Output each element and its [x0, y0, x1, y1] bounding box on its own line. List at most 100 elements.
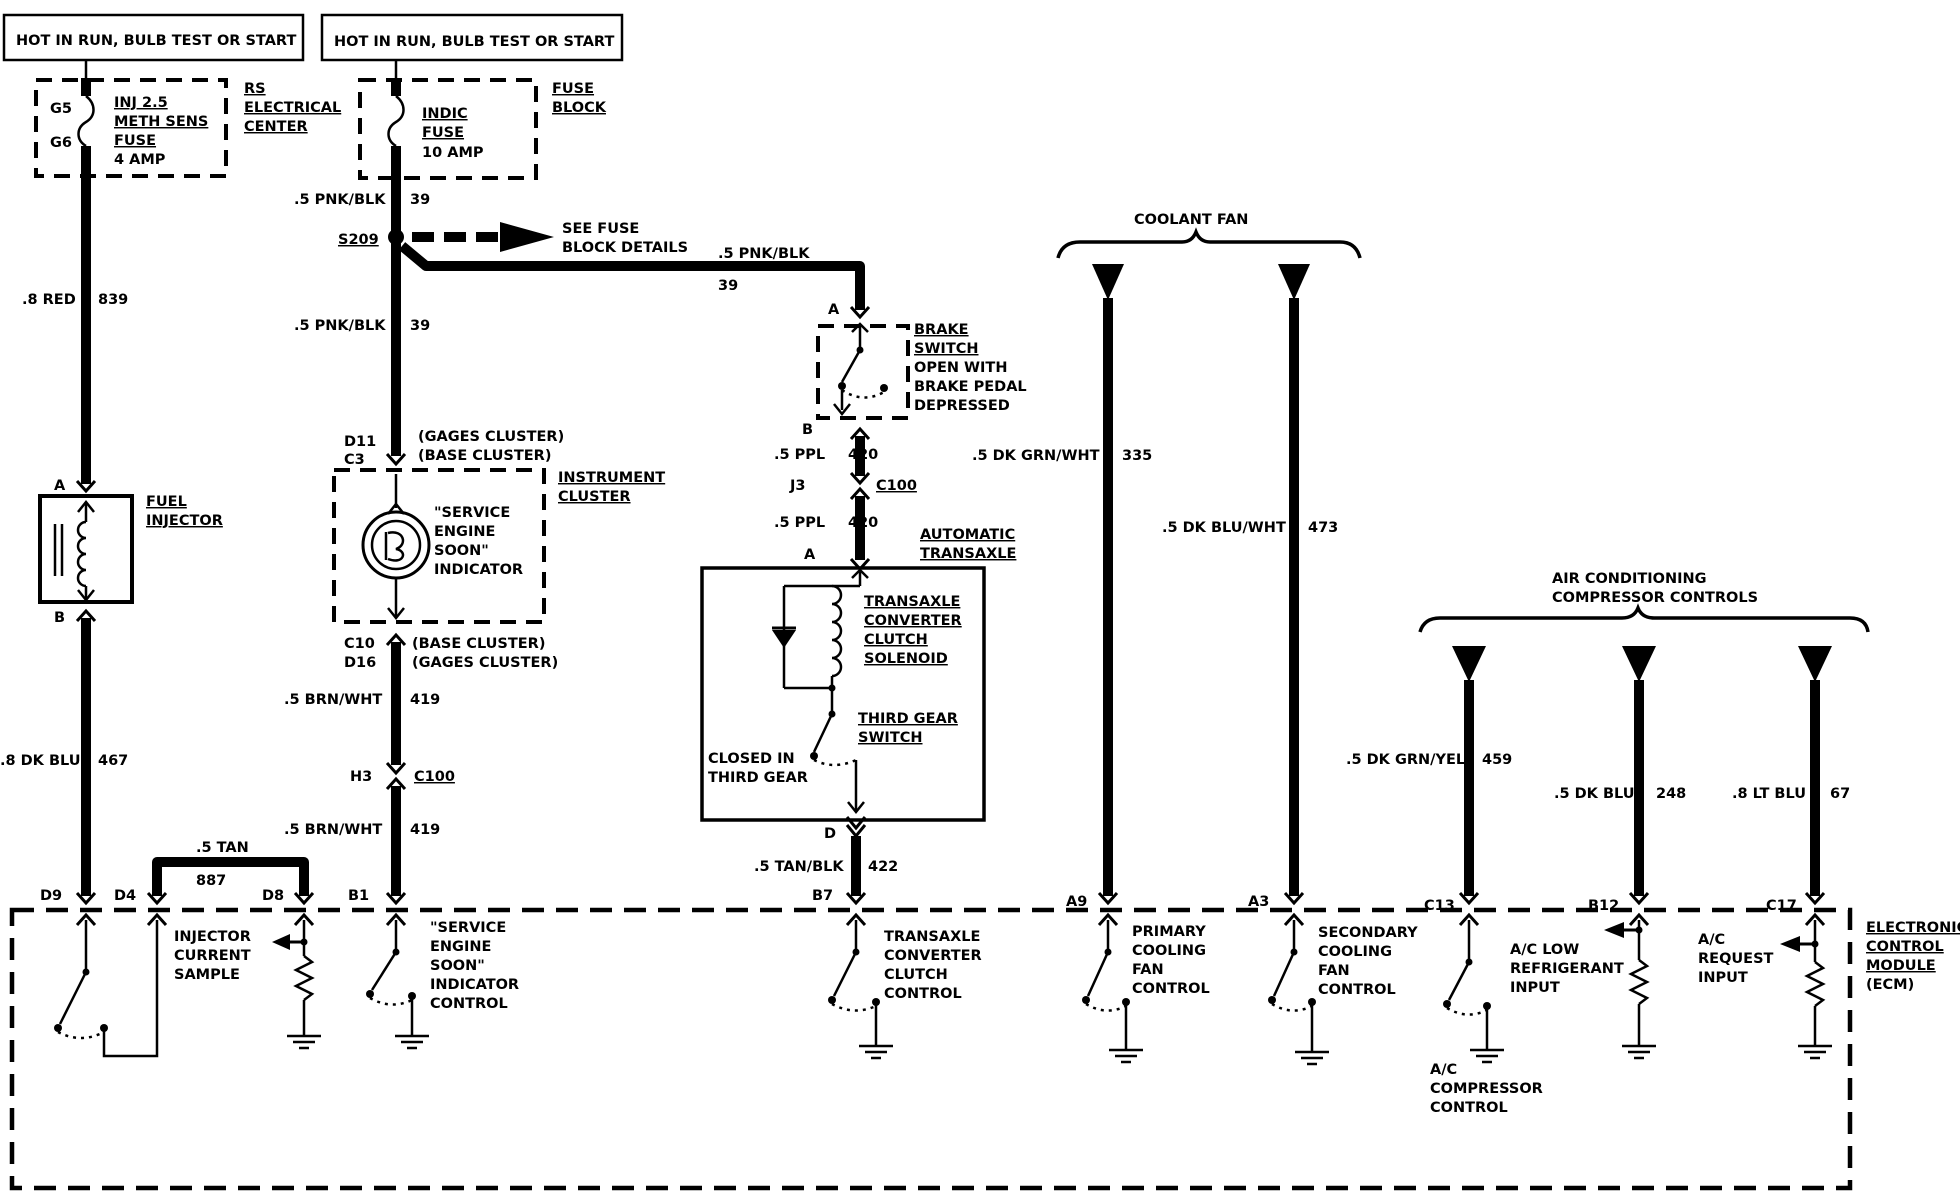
ecm-name4: (ECM)	[1866, 977, 1914, 993]
transaxle-box	[700, 566, 986, 822]
brake-line2: SWITCH	[914, 341, 979, 357]
ecm-c13-switch-icon	[1443, 913, 1506, 1064]
splice-note2: BLOCK DETAILS	[562, 240, 688, 256]
ecm-inj-switch-icon	[54, 913, 168, 1058]
closed-line2: THIRD GEAR	[708, 770, 808, 786]
wire-420a-num: 420	[848, 447, 878, 463]
splice-id: S209	[338, 232, 379, 248]
wire-467-num: 467	[98, 753, 128, 769]
wire-473-num: 473	[1308, 520, 1338, 536]
fuse1-pin-bottom: G6	[50, 135, 72, 151]
brake-line4: BRAKE PEDAL	[914, 379, 1027, 395]
power-label-left-text: HOT IN RUN, BULB TEST OR START	[16, 33, 296, 49]
power-label-left: HOT IN RUN, BULB TEST OR START	[2, 13, 305, 62]
cluster-ind-line2: ENGINE	[434, 524, 495, 540]
coolant-fan-brace	[1056, 227, 1362, 259]
ecm-tcc-line1: TRANSAXLE	[884, 929, 980, 945]
wire-467-color: .8 DK BLU	[0, 753, 81, 769]
wire-419b-num: 419	[410, 822, 440, 838]
cluster-bottom-note2: (GAGES CLUSTER)	[412, 655, 558, 671]
wire-248-num: 248	[1656, 786, 1686, 802]
instrument-cluster-box	[332, 468, 546, 624]
brake-line5: DEPRESSED	[914, 398, 1010, 414]
wire-839-color: .8 RED	[22, 292, 76, 308]
wire-248-color: .5 DK BLU	[1554, 786, 1635, 802]
ecm-box	[9, 907, 1853, 1191]
wire-887-num: 887	[196, 873, 226, 889]
wire-335-num: 335	[1122, 448, 1152, 464]
c100-name: C100	[414, 769, 455, 785]
fan-473-arrow-icon	[1278, 264, 1310, 300]
c100-pin-h3: H3	[350, 769, 372, 785]
coolant-fan-group: COOLANT FAN .5 DK GRN/WHT 335 .5 DK BLU/…	[972, 212, 1362, 905]
cluster-name1: INSTRUMENT	[558, 470, 665, 486]
ecm-pfan-line1: PRIMARY	[1132, 924, 1206, 940]
wire-39-top-color: .5 PNK/BLK	[294, 192, 386, 208]
tgs-line1: THIRD GEAR	[858, 711, 958, 727]
wire-459-color: .5 DK GRN/YEL	[1346, 752, 1465, 768]
brake-pin-b: B	[802, 422, 813, 438]
c100-pin-j3: J3	[789, 478, 805, 494]
cluster-ind-line1: "SERVICE	[434, 505, 510, 521]
ac-brace	[1418, 603, 1870, 633]
ecm-pin-b12: B12	[1588, 898, 1619, 914]
indicator-bulb-icon	[361, 510, 431, 580]
wire-39-top-num: 39	[410, 192, 430, 208]
ecm-acreq-line3: INPUT	[1698, 970, 1748, 986]
ecm-ses-line2: ENGINE	[430, 939, 491, 955]
brake-pin-a: A	[828, 302, 840, 318]
circuit-887: .5 TAN 887	[146, 840, 315, 905]
fuse-indic: INDIC FUSE 10 AMP FUSE BLOCK	[358, 60, 607, 180]
ecm-b1-switch-icon	[366, 913, 431, 1050]
injector-pin-a: A	[54, 478, 66, 494]
wire-473-color: .5 DK BLU/WHT	[1162, 520, 1286, 536]
fuse2-line3: 10 AMP	[422, 145, 484, 161]
brake-line1: BRAKE	[914, 322, 969, 338]
ecm-ses-line3: SOON"	[430, 958, 485, 974]
fuse1-location3: CENTER	[244, 119, 308, 135]
ecm-pin-b1: B1	[348, 888, 369, 904]
tcc-sol-line1: TRANSAXLE	[864, 594, 960, 610]
power-label-right-text: HOT IN RUN, BULB TEST OR START	[334, 34, 614, 50]
ecm-c17-resistor-icon	[1780, 913, 1834, 1060]
ecm-name3: MODULE	[1866, 958, 1936, 974]
ecm-sfan-line2: COOLING	[1318, 944, 1392, 960]
fuse1-location2: ELECTRICAL	[244, 100, 341, 116]
ecm-pin-d8: D8	[262, 888, 284, 904]
power-label-right: HOT IN RUN, BULB TEST OR START	[320, 13, 624, 62]
ecm-sfan-line1: SECONDARY	[1318, 925, 1418, 941]
circuit-39-420-422: .5 PNK/BLK 39 A BRAKE SWITCH OPEN WITH B…	[398, 242, 1027, 905]
transaxle-name1: AUTOMATIC	[920, 527, 1015, 543]
wire-420b-num: 420	[848, 515, 878, 531]
wire-419a-color: .5 BRN/WHT	[284, 692, 382, 708]
fuse-indic-icon	[387, 95, 405, 148]
wire-39-mid-num: 39	[410, 318, 430, 334]
fuse-icon	[77, 95, 95, 148]
brake-switch-icon	[833, 322, 888, 417]
cluster-bottom-note1: (BASE CLUSTER)	[412, 636, 545, 652]
ecm-ses-line5: CONTROL	[430, 996, 508, 1012]
fuse1-line2: METH SENS	[114, 114, 208, 130]
brake-switch-box	[816, 324, 910, 420]
ecm-acc-line2: COMPRESSOR	[1430, 1081, 1543, 1097]
injector-line2: INJECTOR	[146, 513, 223, 529]
ecm-acreq-line1: A/C	[1698, 932, 1725, 948]
fan-335-arrow-icon	[1092, 264, 1124, 300]
tcc-sol-line4: SOLENOID	[864, 651, 948, 667]
cluster-pin-d16: D16	[344, 655, 376, 671]
ecm-aclow-line2: REFRIGERANT	[1510, 961, 1624, 977]
cluster-top-note1: (GAGES CLUSTER)	[418, 429, 564, 445]
arrow-right-icon	[500, 222, 554, 252]
ac-title2: COMPRESSOR CONTROLS	[1552, 590, 1758, 606]
wire-419a-num: 419	[410, 692, 440, 708]
cluster-ind-line4: INDICATOR	[434, 562, 523, 578]
cluster-name2: CLUSTER	[558, 489, 631, 505]
circuit-39-419: .5 PNK/BLK 39 S209 SEE FUSE BLOCK DETAIL…	[284, 178, 688, 905]
ecm-pfan-line3: FAN	[1132, 962, 1164, 978]
ecm-ses-line1: "SERVICE	[430, 920, 506, 936]
ecm-pin-a9: A9	[1066, 894, 1087, 910]
ecm-inj-line3: SAMPLE	[174, 967, 240, 983]
cluster-pin-c10: C10	[344, 636, 375, 652]
ecm-ses-line4: INDICATOR	[430, 977, 519, 993]
ecm-b7-switch-icon	[828, 913, 895, 1060]
